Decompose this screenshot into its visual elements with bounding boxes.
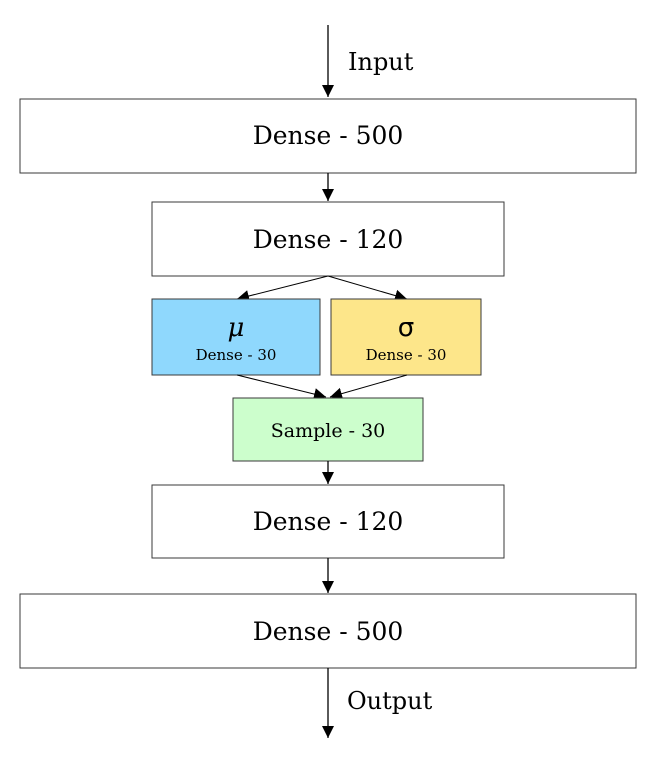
sigma-box [330, 298, 482, 376]
arrow-120-to-sigma [327, 275, 408, 302]
mu-node: μ Dense - 30 [151, 298, 321, 376]
dense-120-top-node: Dense - 120 [151, 201, 505, 277]
output-label: Output [347, 687, 433, 715]
sample-label: Sample - 30 [271, 420, 386, 442]
sigma-node: σ Dense - 30 [330, 298, 482, 376]
arrow-sigma-to-sample [329, 374, 408, 400]
sample-node: Sample - 30 [232, 397, 424, 462]
dense-120-bottom-label: Dense - 120 [253, 507, 404, 536]
sigma-symbol: σ [398, 313, 414, 343]
dense-120-bottom-node: Dense - 120 [151, 484, 505, 559]
dense-120-top-box [151, 201, 505, 277]
sample-box [232, 397, 424, 462]
arrow-120-to-mu [236, 275, 329, 302]
mu-sublabel: Dense - 30 [196, 346, 277, 364]
dense-500-bottom-box [19, 593, 637, 669]
dense-500-bottom-node: Dense - 500 [19, 593, 637, 669]
mu-symbol: μ [228, 313, 245, 343]
mu-box [151, 298, 321, 376]
dense-500-bottom-label: Dense - 500 [253, 617, 404, 646]
dense-120-top-label: Dense - 120 [253, 225, 404, 254]
input-label: Input [348, 48, 414, 76]
arrow-mu-to-sample [236, 374, 327, 400]
dense-500-top-node: Dense - 500 [19, 98, 637, 174]
dense-500-top-label: Dense - 500 [253, 121, 404, 150]
sigma-sublabel: Dense - 30 [366, 346, 447, 364]
